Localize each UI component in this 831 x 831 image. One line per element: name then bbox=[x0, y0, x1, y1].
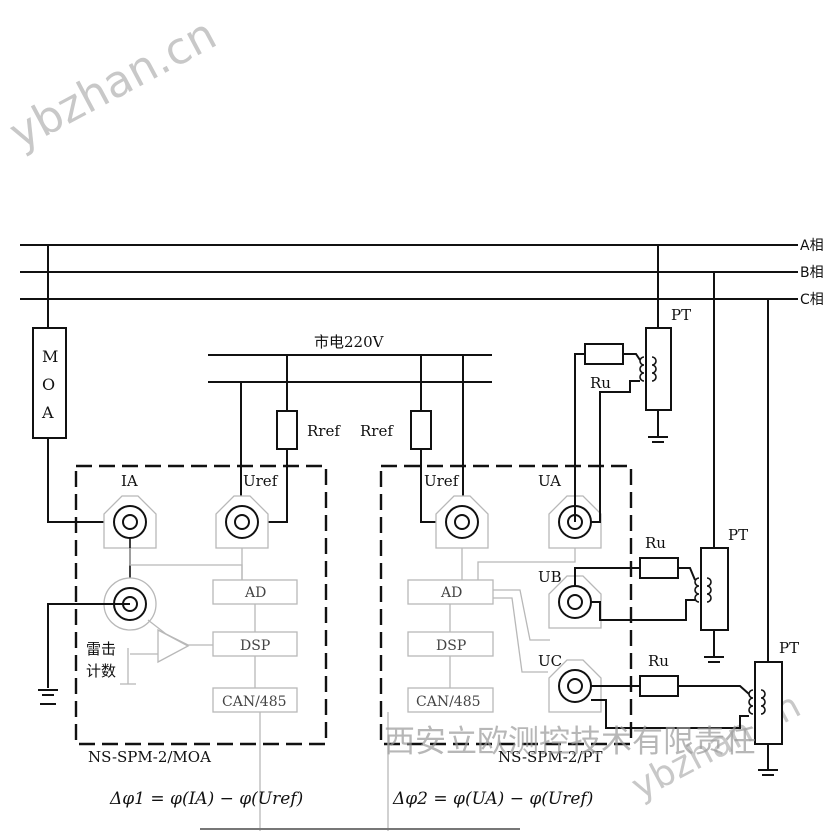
rref-label-left: Rref bbox=[307, 422, 341, 440]
moa-arrester: M O A bbox=[32, 245, 114, 523]
rref-resistor-right bbox=[410, 410, 432, 450]
module-moa-name: NS-SPM-2/MOA bbox=[88, 748, 211, 766]
pt-label-c: PT bbox=[779, 639, 799, 657]
ru-resistor-b bbox=[639, 557, 679, 579]
pt-label-b: PT bbox=[728, 526, 748, 544]
pt-c-ground-icon bbox=[757, 769, 779, 776]
ad-label-left: AD bbox=[244, 585, 266, 601]
watermark-top: ybzhan.cn bbox=[1, 9, 224, 160]
comparator-icon bbox=[157, 628, 190, 664]
uref-label-right: Uref bbox=[424, 472, 460, 490]
ia-label: IA bbox=[121, 472, 138, 490]
moa-letter-m: M bbox=[42, 347, 58, 366]
can-label-left: CAN/485 bbox=[222, 694, 287, 710]
pt-label-a: PT bbox=[671, 306, 691, 324]
pt-b: PT Ru bbox=[574, 272, 748, 663]
uref-sensor-left bbox=[215, 495, 269, 549]
mains-supply: 市电220V bbox=[208, 333, 492, 383]
counter-label-2: 计数 bbox=[86, 662, 116, 680]
formula-moa: Δφ1 = φ(IA) − φ(Uref) bbox=[109, 789, 303, 809]
ub-label: UB bbox=[538, 568, 562, 586]
ru-resistor-c bbox=[639, 675, 679, 697]
uc-label: UC bbox=[538, 652, 562, 670]
formula-pt: Δφ2 = φ(UA) − φ(Uref) bbox=[392, 789, 593, 809]
ru-label-a: Ru bbox=[590, 374, 611, 392]
phase-bus: A相 B相 C相 bbox=[20, 238, 824, 308]
uref-label-left: Uref bbox=[243, 472, 279, 490]
module-moa: IA Uref 雷击 计数 AD DSP CAN/485 NS-SPM-2/MO… bbox=[37, 464, 328, 831]
rref-label-right: Rref bbox=[360, 422, 394, 440]
pt-a-ground-icon bbox=[647, 436, 669, 443]
pt-b-ground-icon bbox=[703, 656, 725, 663]
pt-a: PT Ru bbox=[574, 245, 691, 523]
dsp-label-left: DSP bbox=[240, 638, 270, 654]
module-pt-name: NS-SPM-2/PT bbox=[498, 748, 603, 766]
ua-label: UA bbox=[538, 472, 561, 490]
ad-label-right: AD bbox=[440, 585, 462, 601]
module-pt-border bbox=[379, 464, 633, 746]
moa-letter-o: O bbox=[42, 375, 55, 394]
ru-label-b: Ru bbox=[645, 534, 666, 552]
moa-letter-a: A bbox=[41, 403, 54, 422]
dsp-label-right: DSP bbox=[436, 638, 466, 654]
pt-c: PT Ru bbox=[591, 299, 799, 776]
ru-label-c: Ru bbox=[648, 652, 669, 670]
rref-wiring: Rref Rref bbox=[240, 355, 464, 523]
company-watermark: 西安立欧测控技术有限责任 bbox=[384, 724, 756, 760]
phase-label-b: B相 bbox=[800, 265, 824, 281]
module-moa-border bbox=[74, 464, 328, 746]
uref-sensor-right bbox=[435, 495, 489, 549]
phase-label-c: C相 bbox=[800, 292, 824, 308]
counter-label-1: 雷击 bbox=[86, 640, 116, 658]
can-label-right: CAN/485 bbox=[416, 694, 481, 710]
module-pt: Uref UA UB UC AD DSP CAN/485 NS-SPM-2/PT… bbox=[379, 464, 633, 831]
rref-resistor-left bbox=[276, 410, 298, 450]
phase-label-a: A相 bbox=[800, 238, 824, 254]
ru-resistor-a bbox=[584, 343, 624, 365]
mains-label: 市电220V bbox=[314, 333, 385, 351]
